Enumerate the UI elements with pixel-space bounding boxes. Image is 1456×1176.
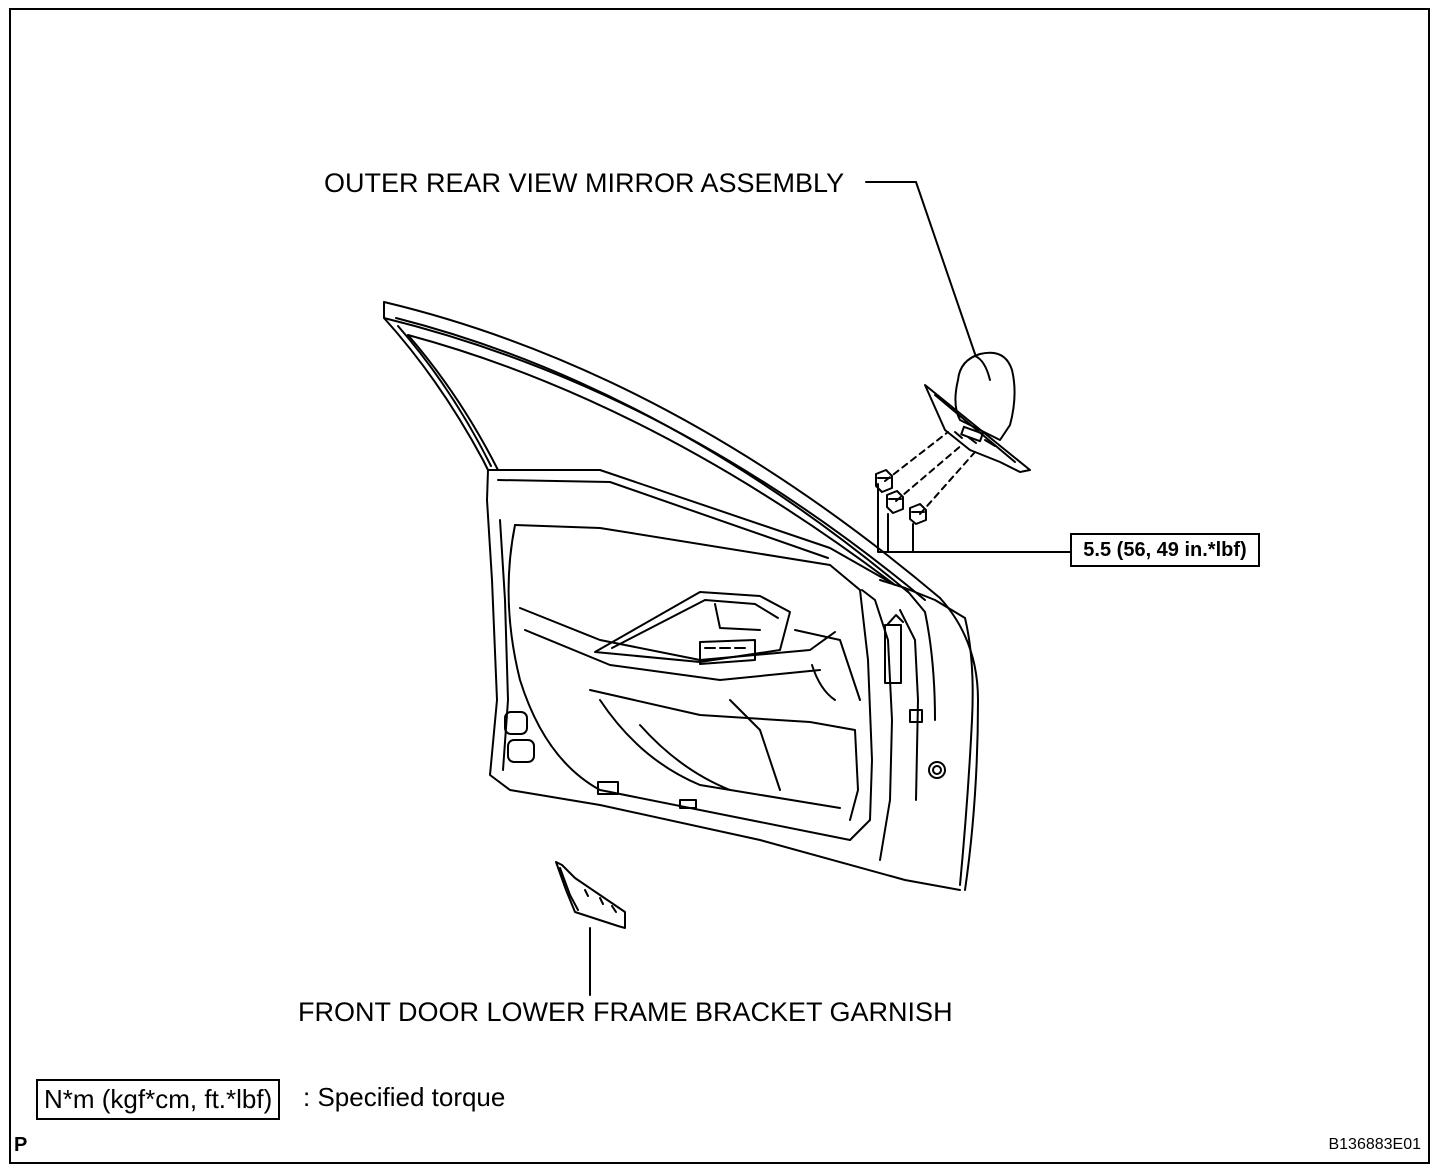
torque-legend-box: N*m (kgf*cm, ft.*lbf)	[36, 1079, 281, 1120]
mirror-nuts	[875, 431, 976, 525]
garnish-label: FRONT DOOR LOWER FRAME BRACKET GARNISH	[298, 997, 953, 1027]
leader-lines	[589, 181, 1071, 996]
mirror-assembly-drawing	[924, 351, 1031, 473]
figure-id: B136883E01	[1328, 1136, 1421, 1153]
garnish-part-drawing	[555, 861, 626, 929]
front-door-drawing	[383, 301, 979, 891]
torque-spec-box: 5.5 (56, 49 in.*lbf)	[1070, 533, 1260, 567]
mirror-assembly-label: OUTER REAR VIEW MIRROR ASSEMBLY	[324, 168, 845, 198]
corner-letter: P	[14, 1134, 28, 1156]
torque-legend-description: : Specified torque	[303, 1082, 506, 1112]
diagram-frame	[9, 8, 1430, 1164]
